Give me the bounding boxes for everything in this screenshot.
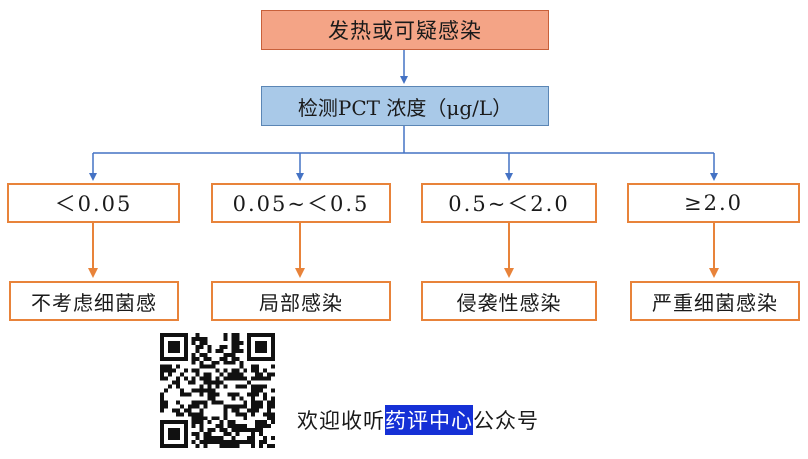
range-label: ≥2.0 <box>684 191 743 215</box>
range-box-1: ＜0.05 <box>7 183 180 223</box>
result-box-3: 侵袭性感染 <box>421 281 597 321</box>
footer-caption: 欢迎收听药评中心公众号 <box>297 405 539 435</box>
pct-test-box: 检测PCT 浓度（μg/L） <box>261 86 549 126</box>
top-label: 发热或可疑感染 <box>328 19 482 43</box>
footer-highlight: 药评中心 <box>385 405 473 435</box>
result-label: 局部感染 <box>259 290 343 315</box>
qr-code-icon <box>160 333 275 448</box>
result-label: 不考虑细菌感 <box>31 290 157 315</box>
fever-suspected-infection-box: 发热或可疑感染 <box>261 10 549 50</box>
footer-prefix: 欢迎收听 <box>297 409 385 433</box>
range-label: ＜0.05 <box>54 192 133 216</box>
result-box-2: 局部感染 <box>211 281 391 321</box>
result-label: 严重细菌感染 <box>652 290 778 315</box>
test-label: 检测PCT 浓度（μg/L） <box>297 95 513 120</box>
range-box-2: 0.05~＜0.5 <box>211 183 391 223</box>
range-label: 0.5~＜2.0 <box>448 192 570 216</box>
result-box-4: 严重细菌感染 <box>630 281 800 321</box>
result-label: 侵袭性感染 <box>456 290 562 315</box>
range-box-3: 0.5~＜2.0 <box>421 183 597 223</box>
range-label: 0.05~＜0.5 <box>232 192 370 216</box>
result-box-1: 不考虑细菌感 <box>9 281 179 321</box>
footer-suffix: 公众号 <box>473 409 539 433</box>
range-box-4: ≥2.0 <box>627 183 800 223</box>
